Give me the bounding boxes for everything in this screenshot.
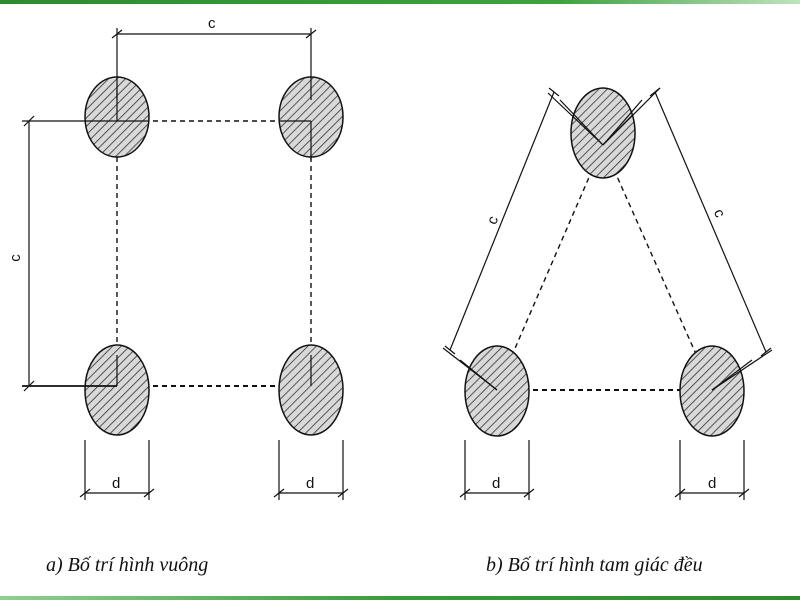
- square-label-d-left: d: [112, 475, 120, 492]
- bottom-decor-bar: [0, 596, 800, 600]
- square-dim-d-left: [79, 440, 155, 500]
- square-label-c-left: c: [7, 254, 24, 262]
- top-decor-bar: [0, 0, 800, 4]
- square-label-d-right: d: [306, 475, 314, 492]
- triangle-label-c-left: c: [484, 213, 503, 227]
- triangle-dim-d-right: [674, 440, 750, 500]
- caption-square-layout: a) Bố trí hình vuông: [46, 554, 209, 576]
- triangle-dim-c-left: [442, 87, 604, 391]
- triangle-dim-d-left: [459, 440, 535, 500]
- triangle-label-d-left: d: [492, 475, 500, 492]
- triangle-dim-c-right: [602, 87, 773, 391]
- triangle-pile-bottom-right: [679, 345, 753, 437]
- square-layout: [22, 28, 349, 500]
- square-dashed-outline: [116, 120, 312, 387]
- square-pile-bottom-right: [278, 344, 344, 436]
- square-pile-bottom-left: [84, 344, 150, 436]
- triangle-layout: [442, 87, 773, 500]
- square-pile-top-right: [278, 76, 344, 160]
- triangle-pile-bottom-left: [459, 345, 530, 437]
- square-dim-c-horizontal: [111, 28, 317, 100]
- square-dim-c-vertical: [22, 115, 117, 392]
- triangle-dashed-outline: [496, 144, 713, 391]
- triangle-label-d-right: d: [708, 475, 716, 492]
- triangle-label-c-right: c: [710, 207, 729, 221]
- square-dim-d-right: [273, 440, 349, 500]
- triangle-pile-top: [559, 87, 643, 179]
- caption-triangle-layout: b) Bố trí hình tam giác đều: [486, 554, 703, 576]
- square-label-c-top: c: [208, 15, 216, 32]
